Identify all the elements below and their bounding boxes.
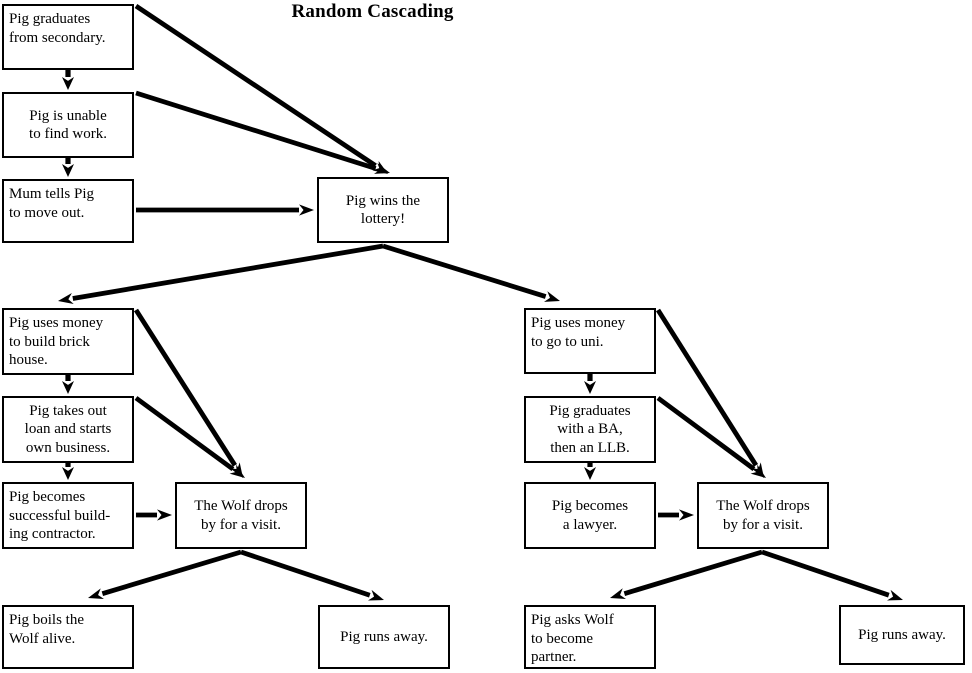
edge-shaft <box>587 463 593 467</box>
edge-arrowhead <box>544 291 560 302</box>
edge-arrowhead <box>299 204 314 216</box>
flow-node-label: The Wolf drops by for a visit. <box>194 498 288 533</box>
flow-node[interactable]: Pig asks Wolf to become partner. <box>524 605 656 669</box>
flow-node-label: Pig asks Wolf to become partner. <box>531 612 614 665</box>
edge-arrowhead <box>374 163 390 174</box>
edge-shaft <box>101 549 242 596</box>
flow-node-label: Pig graduates from secondary. <box>9 11 106 46</box>
edge-shaft <box>382 243 547 299</box>
edge-shaft <box>656 396 756 471</box>
flow-node-label: Pig becomes a lawyer. <box>551 498 629 533</box>
flow-node-label: Pig runs away. <box>858 626 946 643</box>
edge-shaft <box>133 308 237 467</box>
edge-shaft <box>135 90 377 171</box>
edge-arrowhead <box>157 509 172 521</box>
flow-node[interactable]: Mum tells Pig to move out. <box>2 179 134 243</box>
edge-arrowhead <box>584 467 596 480</box>
edge-shaft <box>72 243 384 301</box>
edge-shaft <box>65 70 71 77</box>
edge-shaft <box>761 549 890 598</box>
flow-node-label: The Wolf drops by for a visit. <box>716 498 810 533</box>
edge-shaft <box>623 549 763 596</box>
edge-shaft <box>240 549 371 598</box>
page-title: Random Cascading <box>291 1 454 22</box>
flow-node-label: Pig takes out loan and starts own busine… <box>24 402 112 456</box>
edge-arrowhead <box>62 77 74 90</box>
flow-node[interactable]: The Wolf drops by for a visit. <box>175 482 307 549</box>
edge-shaft <box>136 512 157 518</box>
edge-arrowhead <box>887 589 903 601</box>
edge-arrowhead <box>368 589 384 601</box>
flow-node[interactable]: Pig boils the Wolf alive. <box>2 605 134 669</box>
edge-shaft <box>65 158 71 164</box>
edge-shaft <box>65 463 71 467</box>
flow-node-label: Pig runs away. <box>340 628 428 645</box>
flow-node[interactable]: Pig becomes successful build- ing contra… <box>2 482 134 549</box>
edge-shaft <box>658 512 679 518</box>
edge-arrowhead <box>62 467 74 480</box>
edge-arrowhead <box>88 588 104 600</box>
edge-shaft <box>136 207 299 213</box>
flow-node-label: Pig graduates with a BA, then an LLB. <box>549 402 631 456</box>
edge-arrowhead <box>229 464 245 478</box>
flow-node[interactable]: Pig becomes a lawyer. <box>524 482 656 549</box>
edge-shaft <box>134 4 377 168</box>
flow-node[interactable]: Pig uses money to go to uni. <box>524 308 656 374</box>
edge-arrowhead <box>610 588 626 600</box>
flow-node-label: Pig becomes successful build- ing contra… <box>9 489 111 542</box>
flow-node-label: Pig boils the Wolf alive. <box>9 612 85 647</box>
edge-shaft <box>655 308 759 467</box>
flow-node[interactable]: Pig runs away. <box>839 605 965 665</box>
edge-shaft <box>65 375 71 381</box>
flow-node[interactable]: Pig runs away. <box>318 605 450 669</box>
flow-node[interactable]: The Wolf drops by for a visit. <box>697 482 829 549</box>
edge-shaft <box>134 396 235 472</box>
edge-arrowhead <box>62 381 74 394</box>
edge-arrowhead <box>584 381 596 394</box>
flow-node[interactable]: Pig uses money to build brick house. <box>2 308 134 375</box>
flow-node[interactable]: Pig takes out loan and starts own busine… <box>2 396 134 463</box>
flow-node-label: Pig is unable to find work. <box>29 107 107 143</box>
flow-node-label: Mum tells Pig to move out. <box>9 186 95 221</box>
edge-arrowhead <box>62 164 74 177</box>
edge-shaft <box>587 374 593 381</box>
flow-node-label: Pig uses money to go to uni. <box>531 315 626 350</box>
flow-node[interactable]: Pig is unable to find work. <box>2 92 134 158</box>
edge-arrowhead <box>58 292 74 305</box>
edge-arrowhead <box>750 464 766 478</box>
edge-arrowhead <box>679 509 694 521</box>
flow-node[interactable]: Pig graduates with a BA, then an LLB. <box>524 396 656 463</box>
flow-node[interactable]: Pig graduates from secondary. <box>2 4 134 70</box>
flow-node[interactable]: Pig wins the lottery! <box>317 177 449 243</box>
flow-node-label: Pig uses money to build brick house. <box>9 315 104 368</box>
flow-node-label: Pig wins the lottery! <box>345 192 421 228</box>
